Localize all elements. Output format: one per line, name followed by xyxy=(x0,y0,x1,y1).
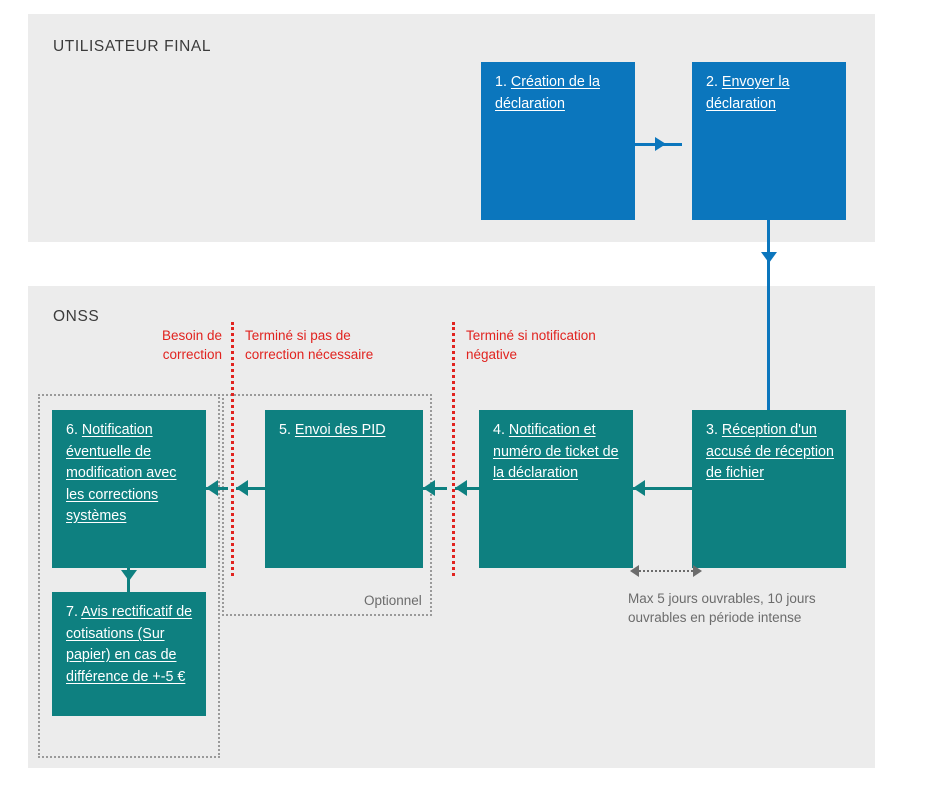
process-box-4-notification-ticket[interactable]: 4. Notification et numéro de ticket de l… xyxy=(479,410,633,568)
connector-2-to-3-line xyxy=(767,220,770,410)
process-box-5-label: 5. Envoi des PID xyxy=(279,420,415,442)
connector-3-to-4-line xyxy=(633,487,692,490)
process-box-3-reception-accuse[interactable]: 3. Réception d'un accusé de réception de… xyxy=(692,410,846,568)
dotted-group-correction xyxy=(38,394,220,758)
connector-1-to-2-arrowhead xyxy=(655,137,666,151)
connector-4-to-5-line-a xyxy=(455,487,479,490)
decision-label-termine-si-pas-de-correction: Terminé si pas de correction nécessaire xyxy=(245,328,374,362)
connector-4-to-5-line-b xyxy=(423,487,447,490)
process-box-7-label: 7. Avis rectificatif de cotisations (Sur… xyxy=(66,602,198,688)
process-box-4-number: 4. xyxy=(493,422,505,438)
connector-4-to-5-arrowhead-b xyxy=(423,480,435,496)
connector-5-to-6-arrowhead-b xyxy=(206,480,218,496)
annotation-delai: Max 5 jours ouvrables, 10 jours ouvrable… xyxy=(628,591,816,625)
process-box-6-text: Notification éventuelle de modification … xyxy=(66,422,177,524)
connector-6-to-7-arrowhead xyxy=(121,570,137,581)
process-box-2-envoyer-declaration[interactable]: 2. Envoyer la déclaration xyxy=(692,62,846,220)
swimlane-title-utilisateur-final: UTILISATEUR FINAL xyxy=(53,38,212,55)
process-box-1-text: Création de la déclaration xyxy=(495,74,600,112)
measure-arrow-line xyxy=(639,570,693,572)
decision-separator-correction xyxy=(231,322,234,576)
process-box-6-label: 6. Notification éventuelle de modificati… xyxy=(66,420,198,528)
decision-label-besoin-de-correction: Besoin de correction xyxy=(161,328,222,362)
process-box-5-number: 5. xyxy=(279,422,291,438)
process-box-1-creation-declaration[interactable]: 1. Création de la déclaration xyxy=(481,62,635,220)
annotation-optionnel: Optionnel xyxy=(364,593,422,608)
connector-5-to-6-arrowhead-a xyxy=(236,480,248,496)
process-box-4-text: Notification et numéro de ticket de la d… xyxy=(493,422,619,481)
connector-4-to-5-arrowhead-a xyxy=(455,480,467,496)
process-box-4-label: 4. Notification et numéro de ticket de l… xyxy=(493,420,625,485)
decision-label-termine-si-notification-negative: Terminé si notification négative xyxy=(466,328,596,362)
connector-3-to-4-arrowhead xyxy=(633,480,645,496)
process-box-1-number: 1. xyxy=(495,74,507,90)
measure-arrow-left-cap xyxy=(630,565,639,577)
process-box-5-text: Envoi des PID xyxy=(294,422,386,438)
process-box-3-number: 3. xyxy=(706,422,718,438)
process-box-7-avis-rectificatif[interactable]: 7. Avis rectificatif de cotisations (Sur… xyxy=(52,592,206,716)
decision-separator-notification xyxy=(452,322,455,576)
process-box-7-text: Avis rectificatif de cotisations (Sur pa… xyxy=(66,604,193,685)
dotted-group-optionnel xyxy=(222,394,432,616)
measure-arrow-right-cap xyxy=(693,565,702,577)
swimlane-title-onss: ONSS xyxy=(53,308,100,325)
process-box-2-text: Envoyer la déclaration xyxy=(706,74,790,112)
process-box-5-envoi-des-pid[interactable]: 5. Envoi des PID xyxy=(265,410,423,568)
process-box-1-label: 1. Création de la déclaration xyxy=(495,72,627,115)
process-box-7-number: 7. xyxy=(66,604,78,620)
measure-arrow-icon xyxy=(630,565,702,577)
connector-2-to-3-arrowhead xyxy=(761,252,777,263)
process-box-3-label: 3. Réception d'un accusé de réception de… xyxy=(706,420,838,485)
process-box-6-notification-modification[interactable]: 6. Notification éventuelle de modificati… xyxy=(52,410,206,568)
connector-5-to-6-line-a xyxy=(236,487,265,490)
process-box-3-text: Réception d'un accusé de réception de fi… xyxy=(706,422,834,481)
process-box-6-number: 6. xyxy=(66,422,78,438)
process-box-2-label: 2. Envoyer la déclaration xyxy=(706,72,838,115)
process-box-2-number: 2. xyxy=(706,74,718,90)
